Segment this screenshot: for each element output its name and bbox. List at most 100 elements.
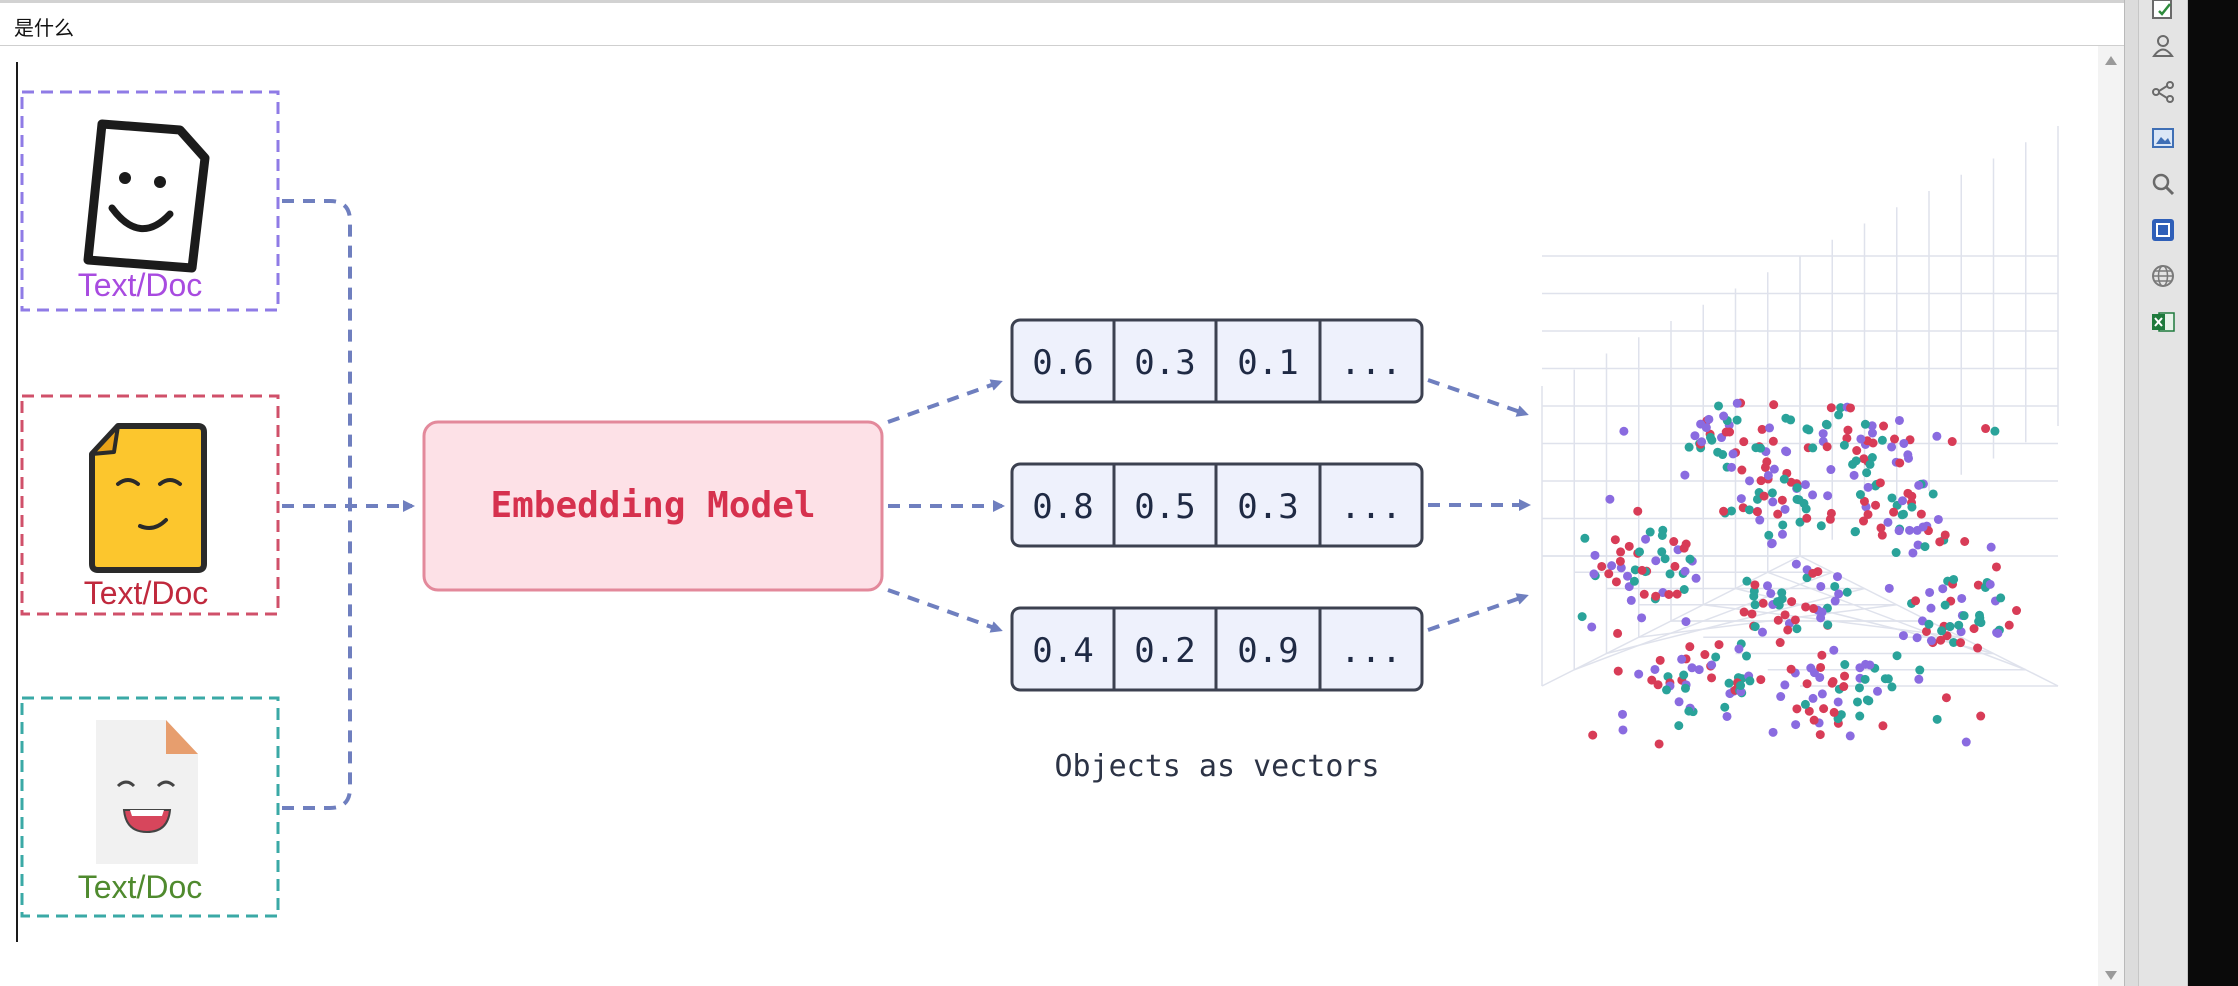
vector-point <box>1794 495 1804 505</box>
vector-point <box>1680 470 1690 480</box>
vector-value: 0.9 <box>1237 631 1298 671</box>
globe-icon[interactable] <box>2145 258 2181 294</box>
vector-point <box>1842 587 1852 597</box>
vector-point <box>1873 686 1883 696</box>
capture-icon[interactable] <box>2145 212 2181 248</box>
vector-point <box>1854 683 1864 693</box>
vector-point <box>1834 410 1844 420</box>
yellow-document-icon <box>89 423 207 573</box>
vector-point <box>1737 465 1747 475</box>
vector-point <box>1685 554 1695 564</box>
vector-point <box>1795 517 1805 527</box>
vector-point <box>1975 613 1985 623</box>
input-box-2 <box>20 394 280 616</box>
vector-point <box>1633 506 1643 516</box>
vector-point <box>1883 674 1893 684</box>
vector-point <box>1905 525 1915 535</box>
vector-point <box>1779 474 1789 484</box>
person-icon[interactable] <box>2145 28 2181 64</box>
vector-point <box>1670 561 1680 571</box>
vector-point <box>1836 710 1846 720</box>
vector-point <box>1949 637 1959 647</box>
vector-point <box>1815 730 1825 740</box>
vector-point <box>1618 725 1628 735</box>
vector-point <box>1657 547 1667 557</box>
vector-point <box>1800 480 1810 490</box>
vector-point <box>1651 556 1661 566</box>
vector-point <box>1867 453 1877 463</box>
vector-point <box>1672 589 1682 599</box>
vector-point <box>1756 675 1766 685</box>
vector-point <box>1750 600 1760 610</box>
vector-point <box>1973 580 1983 590</box>
vector-point <box>1996 593 2006 603</box>
vector-point <box>1736 494 1746 504</box>
vector-point <box>1802 679 1812 689</box>
input-box-1 <box>20 90 280 312</box>
vertical-scrollbar[interactable] <box>2098 46 2124 986</box>
vector-point <box>1985 579 1995 589</box>
vector-point <box>1834 589 1844 599</box>
vector-point <box>1823 491 1833 501</box>
vector-point <box>1871 500 1881 510</box>
vector-point <box>1957 593 1967 603</box>
vector-point <box>1817 650 1827 660</box>
edit-icon[interactable] <box>2145 0 2181 28</box>
vector-point <box>1817 689 1827 699</box>
vector-point <box>1619 426 1629 436</box>
input-box-3 <box>20 696 280 918</box>
vector-point <box>1711 652 1721 662</box>
vector-point <box>1907 502 1917 512</box>
vector-space-points <box>1577 398 2022 749</box>
vector-point <box>1829 645 1839 655</box>
arrow-to-vector-3 <box>887 588 1003 633</box>
vector-point <box>1809 604 1819 614</box>
vector-value: ... <box>1340 631 1401 671</box>
vector-point <box>1764 530 1774 540</box>
vector-value: 0.1 <box>1237 343 1298 383</box>
vector-point <box>1705 432 1715 442</box>
vector-point <box>1680 683 1690 693</box>
scroll-up-arrow-icon[interactable] <box>2105 56 2117 65</box>
vector-point <box>1825 514 1835 524</box>
share-nodes-icon[interactable] <box>2145 74 2181 110</box>
search-icon[interactable] <box>2145 166 2181 202</box>
vector-point <box>1787 597 1797 607</box>
vector-point <box>1655 655 1665 665</box>
vector-point <box>1875 478 1885 488</box>
vector-point <box>1721 427 1731 437</box>
vector-point <box>1945 622 1955 632</box>
scroll-down-arrow-icon[interactable] <box>2105 971 2117 980</box>
vector-point <box>1791 559 1801 569</box>
vector-point <box>1674 721 1684 731</box>
vector-point <box>1823 620 1833 630</box>
vector-point <box>1800 699 1810 709</box>
document-area[interactable]: Text/Doc Text/Doc Text/Doc <box>0 46 2124 986</box>
vector-point <box>1924 619 1934 629</box>
vector-point <box>1864 696 1874 706</box>
vector-point <box>1806 663 1816 673</box>
vector-point <box>1777 529 1787 539</box>
vector-point <box>1724 678 1734 688</box>
vector-point <box>1961 737 1971 747</box>
vector-point <box>1669 537 1679 547</box>
vector-point <box>1947 437 1957 447</box>
vector-point <box>1768 497 1778 507</box>
vector-point <box>1840 671 1850 681</box>
vector-point <box>1889 507 1899 517</box>
vector-point <box>1935 537 1945 547</box>
image-icon[interactable] <box>2145 120 2181 156</box>
vector-value: 0.2 <box>1134 631 1195 671</box>
vector-point <box>1993 628 2003 638</box>
vector-point <box>1786 664 1796 674</box>
embedding-model-label: Embedding Model <box>490 485 815 526</box>
vector-point <box>1887 493 1897 503</box>
excel-icon[interactable] <box>2145 304 2181 340</box>
vector-point <box>1588 730 1598 740</box>
vector-point <box>1645 527 1655 537</box>
vector-point <box>1859 516 1869 526</box>
vector-point <box>1915 665 1925 675</box>
vector-point <box>1884 583 1894 593</box>
embedding-diagram: Text/Doc Text/Doc Text/Doc <box>20 90 2059 918</box>
vector-point <box>1960 536 1970 546</box>
